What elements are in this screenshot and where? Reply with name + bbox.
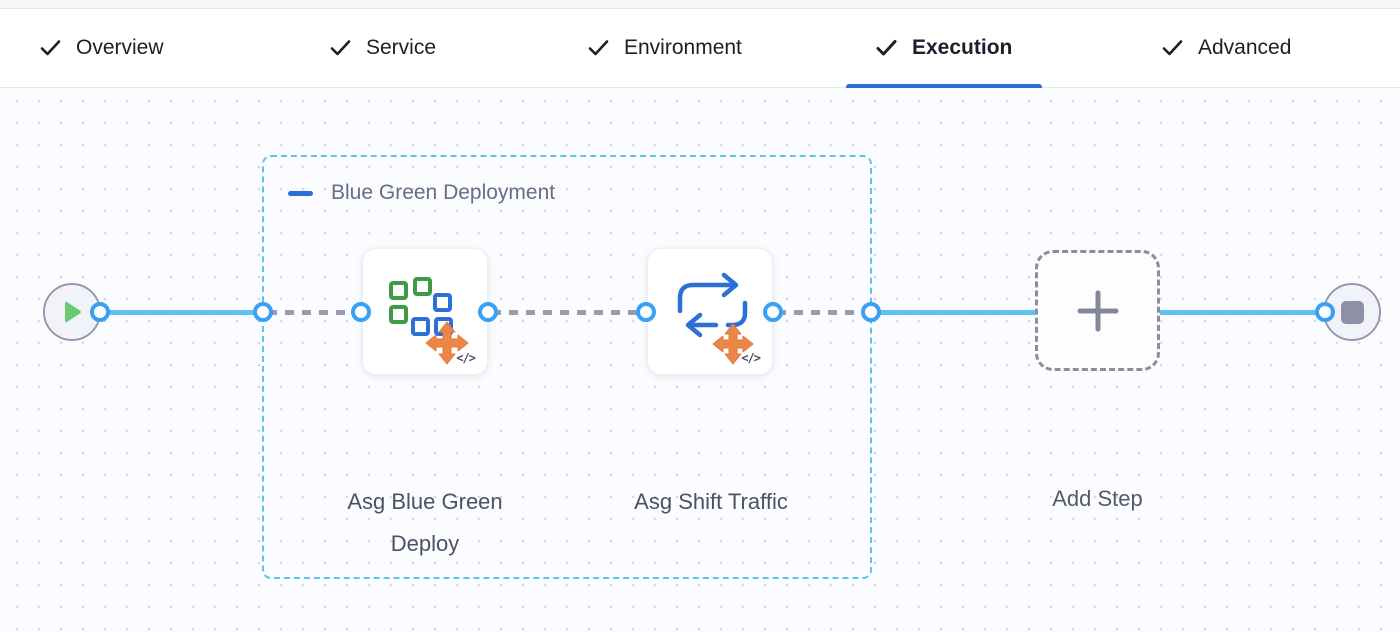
edge-step1-to-step2 (492, 310, 648, 315)
connector-port[interactable] (763, 302, 783, 322)
connector-port[interactable] (478, 302, 498, 322)
check-icon (876, 39, 897, 57)
connector-port[interactable] (636, 302, 656, 322)
step-label-asg-blue-green-deploy: Asg Blue Green Deploy (347, 489, 503, 556)
tab-overview[interactable]: Overview (40, 9, 164, 87)
edge-addstep-to-end (1158, 310, 1328, 315)
tab-environment[interactable]: Environment (588, 9, 742, 87)
connector-port[interactable] (1315, 302, 1335, 322)
tab-label: Advanced (1198, 36, 1292, 59)
collapse-group-button[interactable] (288, 186, 313, 200)
group-header: Blue Green Deployment (288, 181, 555, 205)
check-icon (40, 39, 61, 57)
add-step-label: Add Step (1052, 486, 1143, 511)
edge-start-to-group (96, 310, 267, 315)
check-icon (588, 39, 609, 57)
tab-label: Execution (912, 36, 1013, 59)
edge-step2-to-group (777, 310, 872, 315)
pipeline-studio-tab-bar: Overview Service Environment Execution A… (0, 9, 1400, 90)
step-label-asg-shift-traffic: Asg Shift Traffic (634, 489, 788, 514)
add-step-button[interactable] (1035, 250, 1160, 371)
step-group-blue-green-deployment[interactable]: Blue Green Deployment (262, 155, 872, 579)
tab-advanced[interactable]: Advanced (1162, 9, 1291, 87)
connector-port[interactable] (253, 302, 273, 322)
top-strip (0, 0, 1400, 9)
pipeline-canvas[interactable]: Blue Green Deployment (0, 88, 1400, 631)
code-step-badge: </> (456, 351, 476, 365)
edge-group-to-addstep (868, 310, 1038, 315)
group-title: Blue Green Deployment (331, 181, 556, 204)
asg-shift-traffic-icon (670, 271, 758, 370)
step-asg-shift-traffic[interactable]: </> (647, 248, 773, 375)
connector-port[interactable] (90, 302, 110, 322)
asg-blue-green-deploy-icon (385, 271, 473, 370)
tab-label: Service (366, 36, 437, 59)
edge-group-to-step1 (268, 310, 362, 315)
play-icon (65, 301, 81, 323)
minus-icon (288, 190, 313, 196)
code-step-badge: </> (741, 351, 761, 365)
active-tab-underline (846, 84, 1043, 90)
stop-icon (1340, 300, 1364, 324)
check-icon (1162, 39, 1183, 57)
connector-port[interactable] (351, 302, 371, 322)
tab-label: Environment (624, 36, 742, 59)
step-asg-blue-green-deploy[interactable]: </> (362, 248, 488, 375)
tab-service[interactable]: Service (330, 9, 436, 87)
plus-icon (1077, 290, 1118, 331)
connector-port[interactable] (861, 302, 881, 322)
tab-label: Overview (76, 36, 164, 59)
tab-execution[interactable]: Execution (846, 9, 1043, 90)
check-icon (330, 39, 351, 57)
